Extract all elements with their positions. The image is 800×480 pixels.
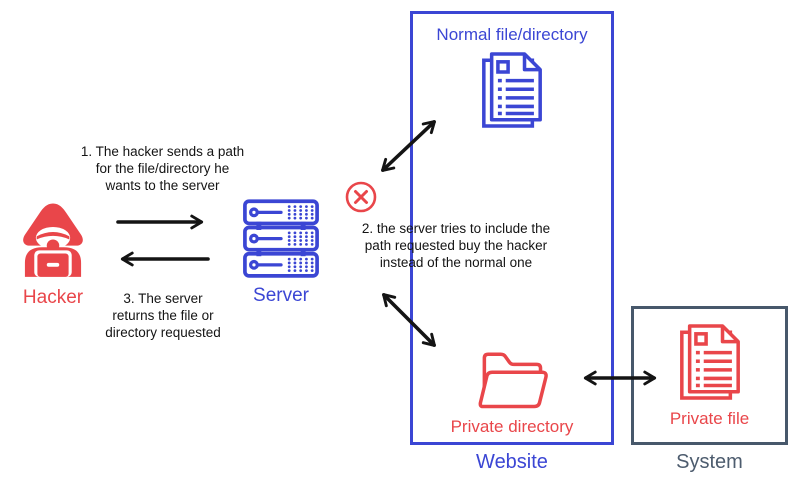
hacker-label: Hacker bbox=[22, 287, 84, 308]
step-2-text: 2. the server tries to include the path … bbox=[361, 221, 551, 270]
system-box: Private file bbox=[631, 306, 788, 445]
hacker-icon bbox=[14, 196, 92, 286]
normal-file-directory-label: Normal file/directory bbox=[436, 25, 588, 44]
private-file-icon bbox=[674, 320, 746, 404]
server-icon bbox=[239, 198, 323, 280]
website-caption: Website bbox=[476, 451, 548, 473]
step-1-text: 1. The hacker sends a path for the file/… bbox=[80, 144, 245, 193]
system-caption: System bbox=[676, 451, 743, 473]
normal-file-icon bbox=[476, 48, 548, 132]
private-file-label: Private file bbox=[669, 409, 750, 428]
blocked-icon bbox=[345, 181, 377, 213]
step-3-text: 3. The server returns the file or direct… bbox=[105, 291, 221, 340]
private-directory-icon bbox=[475, 344, 553, 416]
server-label: Server bbox=[253, 285, 309, 306]
private-directory-label: Private directory bbox=[450, 417, 574, 436]
website-box: Normal file/directory Private directory bbox=[410, 11, 614, 445]
